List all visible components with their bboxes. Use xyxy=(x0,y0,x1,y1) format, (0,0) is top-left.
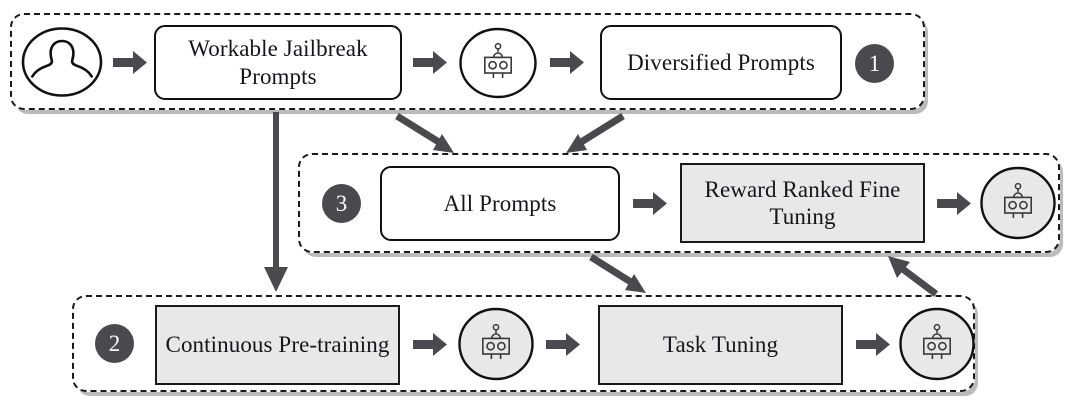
reward-ranked-label-line2: Tuning xyxy=(769,204,836,229)
all-prompts-label: All Prompts xyxy=(443,190,557,216)
robot-icon-2b xyxy=(898,307,976,381)
stage-3-badge-label: 3 xyxy=(335,190,348,216)
user-avatar-icon xyxy=(21,27,103,97)
arrow-allprompts-to-reward xyxy=(633,191,667,216)
workable-jailbreak-prompts-label-line2: Prompts xyxy=(239,63,317,89)
arrow-continuous-to-robot2a xyxy=(413,332,447,357)
arrow-stage3-down-to-stage2 xyxy=(586,253,652,297)
arrow-stage2-up-to-stage3 xyxy=(876,250,942,298)
arrow-robot1-to-diversified xyxy=(550,50,584,75)
all-prompts-box[interactable]: All Prompts xyxy=(380,166,620,241)
reward-ranked-label-line1: Reward Ranked Fine xyxy=(704,176,901,202)
arrow-reward-to-robot3 xyxy=(937,191,971,216)
continuous-pre-training-box[interactable]: Continuous Pre-training xyxy=(155,305,400,385)
arrow-stage1-down-to-stage2 xyxy=(258,112,294,294)
task-tuning-label: Task Tuning xyxy=(662,332,779,358)
arrow-diversified-down-to-allprompts xyxy=(560,112,628,156)
continuous-pre-training-label: Continuous Pre-training xyxy=(165,332,390,358)
stage-3-badge: 3 xyxy=(322,184,361,223)
stage-1-badge-label: 1 xyxy=(868,50,881,76)
workable-jailbreak-prompts-box[interactable]: Workable Jailbreak Prompts xyxy=(154,25,402,100)
task-tuning-box[interactable]: Task Tuning xyxy=(598,305,843,385)
arrow-workable-to-robot1 xyxy=(413,50,447,75)
robot-icon-2a xyxy=(457,307,535,381)
arrow-user-to-workable xyxy=(113,50,147,75)
stage-2-badge: 2 xyxy=(95,324,134,363)
reward-ranked-fine-tuning-box[interactable]: Reward Ranked Fine Tuning xyxy=(680,163,925,243)
workable-jailbreak-prompts-label-line1: Workable Jailbreak xyxy=(188,36,368,62)
robot-icon-1 xyxy=(458,27,538,99)
diversified-prompts-label: Diversified Prompts xyxy=(627,49,815,75)
arrow-robot2a-to-tasktuning xyxy=(546,332,580,357)
arrow-workable-down-to-allprompts xyxy=(392,112,460,156)
stage-2-badge-label: 2 xyxy=(108,330,121,356)
robot-icon-3 xyxy=(979,166,1057,240)
arrow-tasktuning-to-robot2b xyxy=(856,332,890,357)
stage-1-badge: 1 xyxy=(855,44,894,83)
diversified-prompts-box[interactable]: Diversified Prompts xyxy=(600,25,842,100)
